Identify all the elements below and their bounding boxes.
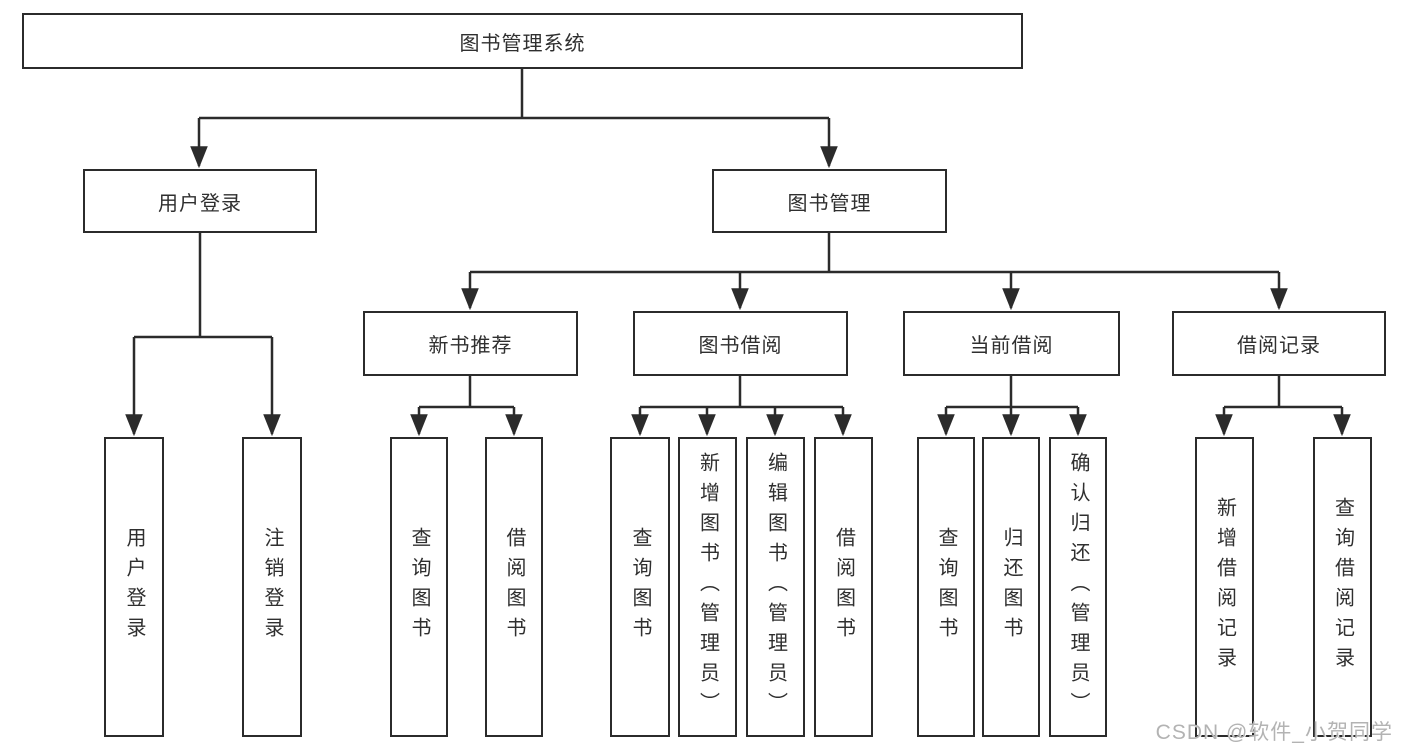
leaf-records-query-record: 查询借阅记录 <box>1313 437 1372 737</box>
connector-root <box>190 69 838 169</box>
leaf-current-confirm-return-admin: 确认归还（管理员） <box>1049 437 1107 737</box>
leaf-newrec-query-books: 查询图书 <box>390 437 448 737</box>
leaf-records-add-record: 新增借阅记录 <box>1195 437 1254 737</box>
leaf-logout: 注销登录 <box>242 437 302 737</box>
leaf-borrow-borrow-books: 借阅图书 <box>814 437 873 737</box>
leaf-current-return-books: 归还图书 <box>982 437 1040 737</box>
node-new-book-recommend: 新书推荐 <box>363 311 578 376</box>
node-user-login: 用户登录 <box>83 169 317 233</box>
node-root: 图书管理系统 <box>22 13 1023 69</box>
leaf-current-query-books: 查询图书 <box>917 437 975 737</box>
connector-borrow-records <box>1215 376 1351 437</box>
connector-current-borrow <box>937 376 1087 437</box>
connector-new-book-recommend <box>410 376 523 437</box>
connector-book-borrow <box>631 376 852 437</box>
leaf-borrow-add-books-admin: 新增图书（管理员） <box>678 437 737 737</box>
watermark: CSDN @软件_小贺同学 <box>1155 721 1393 744</box>
node-book-borrow: 图书借阅 <box>633 311 848 376</box>
connector-user-login <box>125 233 281 437</box>
node-book-management: 图书管理 <box>712 169 947 233</box>
leaf-borrow-edit-books-admin: 编辑图书（管理员） <box>746 437 805 737</box>
leaf-user-login: 用户登录 <box>104 437 164 737</box>
leaf-borrow-query-books: 查询图书 <box>610 437 670 737</box>
node-borrow-records: 借阅记录 <box>1172 311 1386 376</box>
leaf-newrec-borrow-books: 借阅图书 <box>485 437 543 737</box>
node-current-borrow: 当前借阅 <box>903 311 1120 376</box>
connector-book-management <box>461 233 1288 311</box>
